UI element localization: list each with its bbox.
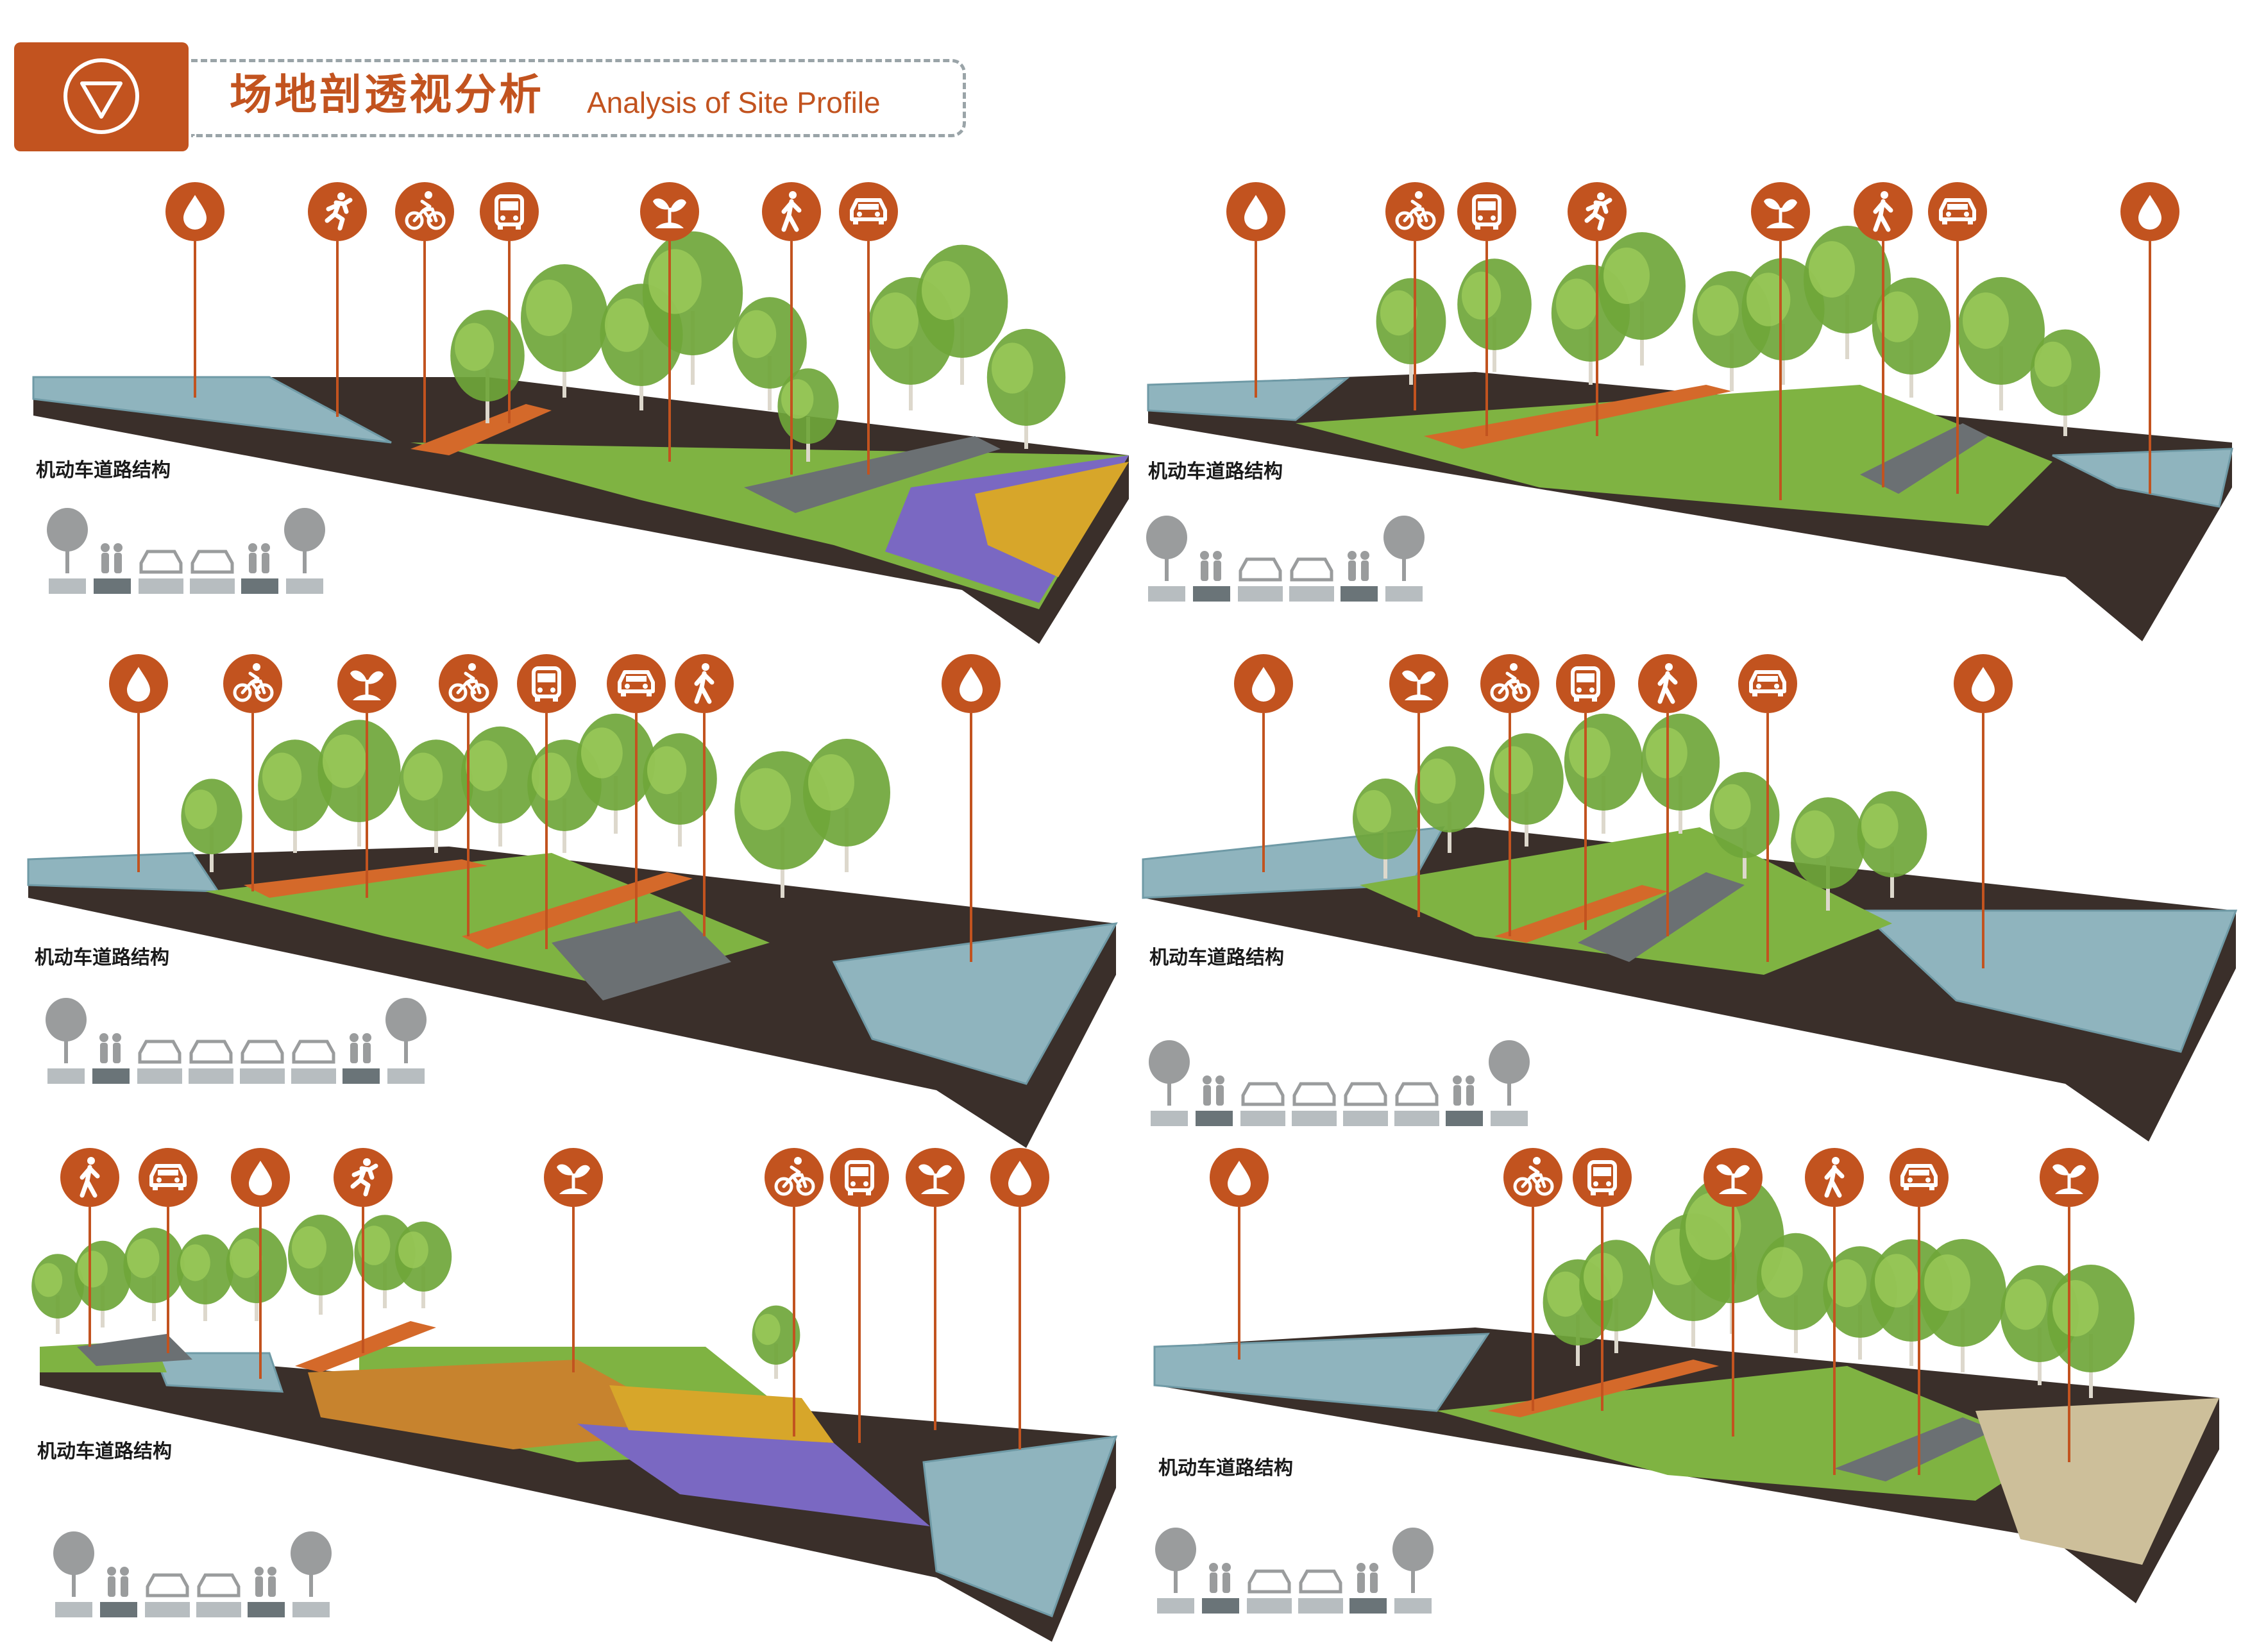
cycle-path bbox=[1424, 385, 1732, 449]
cyclist-icon bbox=[395, 182, 454, 442]
flower-bed bbox=[975, 462, 1129, 577]
pedestrian-icon bbox=[675, 654, 734, 936]
plant-icon bbox=[1389, 654, 1448, 917]
car-icon bbox=[1890, 1148, 1949, 1475]
cyclist-icon bbox=[1503, 1148, 1562, 1411]
road-structure-legend bbox=[47, 508, 325, 594]
cycle-path bbox=[410, 404, 552, 455]
cyclist-icon bbox=[1480, 654, 1539, 936]
vehicle-road bbox=[744, 436, 1001, 513]
plant-icon bbox=[1751, 182, 1810, 500]
water-surface bbox=[832, 922, 1118, 1085]
grass-area bbox=[1296, 385, 2052, 526]
panel-5-road-label: 机动车道路结构 bbox=[37, 1440, 172, 1463]
plant-icon bbox=[1704, 1148, 1763, 1437]
road-structure-legend bbox=[53, 1531, 332, 1617]
plant-icon bbox=[640, 182, 699, 462]
cyclist-icon bbox=[765, 1148, 824, 1437]
bus-icon bbox=[1573, 1148, 1632, 1411]
pedestrian-icon bbox=[762, 182, 821, 475]
bus-icon bbox=[517, 654, 576, 949]
page-subtitle: Analysis of Site Profile bbox=[587, 86, 881, 119]
road-structure-legend bbox=[1146, 516, 1425, 602]
panel-2-road-label: 机动车道路结构 bbox=[1148, 460, 1283, 483]
header-badge bbox=[14, 42, 189, 151]
water-surface bbox=[1857, 909, 2238, 1053]
plant-icon bbox=[2040, 1148, 2099, 1462]
soil-layer bbox=[33, 377, 1129, 644]
flower-bed bbox=[1975, 1398, 2219, 1565]
section-panel-3 bbox=[27, 654, 1118, 1148]
panel-4-road-label: 机动车道路结构 bbox=[1149, 947, 1284, 969]
runner-icon bbox=[308, 182, 367, 417]
water-icon bbox=[1210, 1148, 1269, 1360]
flower-bed bbox=[577, 1424, 930, 1526]
pedestrian-icon bbox=[1638, 654, 1697, 936]
water-icon bbox=[990, 1148, 1049, 1449]
water-surface bbox=[1147, 377, 1350, 421]
soil-layer bbox=[40, 1347, 1116, 1642]
plant-icon bbox=[337, 654, 396, 898]
water-icon bbox=[231, 1148, 290, 1379]
car-icon bbox=[607, 654, 666, 923]
plant-icon bbox=[544, 1148, 603, 1372]
soil-layer bbox=[28, 847, 1116, 1148]
runner-icon bbox=[1568, 182, 1627, 436]
bus-icon bbox=[1457, 182, 1516, 436]
road-structure-legend bbox=[1149, 1040, 1530, 1126]
road-structure-legend bbox=[1155, 1528, 1434, 1614]
section-panel-2 bbox=[1146, 182, 2233, 641]
panel-1-road-label: 机动车道路结构 bbox=[36, 459, 171, 482]
bus-icon bbox=[480, 182, 539, 423]
cyclist-icon bbox=[439, 654, 498, 936]
water-icon bbox=[165, 182, 224, 398]
section-panel-4 bbox=[1142, 654, 2238, 1142]
water-surface bbox=[152, 1352, 284, 1393]
water-icon bbox=[942, 654, 1001, 962]
triangle-down-icon bbox=[63, 58, 139, 134]
bus-icon bbox=[830, 1148, 889, 1443]
water-icon bbox=[1234, 654, 1293, 872]
car-icon bbox=[1738, 654, 1797, 962]
panel-3-road-label: 机动车道路结构 bbox=[35, 947, 169, 969]
section-panel-1 bbox=[32, 182, 1129, 644]
vehicle-road bbox=[77, 1334, 192, 1366]
road-structure-legend bbox=[46, 998, 427, 1084]
water-icon bbox=[2120, 182, 2179, 494]
vehicle-road bbox=[552, 911, 731, 1000]
water-icon bbox=[1954, 654, 2013, 968]
water-surface bbox=[922, 1435, 1118, 1617]
car-icon bbox=[139, 1148, 198, 1353]
pedestrian-icon bbox=[1805, 1148, 1864, 1475]
water-surface bbox=[27, 852, 220, 893]
vehicle-road bbox=[1578, 872, 1745, 962]
cyclist-icon bbox=[1385, 182, 1444, 410]
pedestrian-icon bbox=[60, 1148, 119, 1347]
car-icon bbox=[1928, 182, 1987, 494]
flower-bed bbox=[609, 1385, 834, 1443]
runner-icon bbox=[334, 1148, 393, 1353]
cycle-path bbox=[295, 1321, 436, 1372]
pedestrian-icon bbox=[1854, 182, 1913, 487]
cyclist-icon bbox=[223, 654, 282, 891]
water-icon bbox=[1226, 182, 1285, 398]
title-frame bbox=[191, 59, 966, 137]
plant-icon bbox=[906, 1148, 965, 1430]
water-surface bbox=[1153, 1333, 1490, 1412]
section-panel-6 bbox=[1153, 1148, 2219, 1614]
water-surface bbox=[2052, 448, 2233, 508]
panel-6-road-label: 机动车道路结构 bbox=[1158, 1457, 1293, 1479]
vehicle-road bbox=[1834, 1417, 1995, 1481]
car-icon bbox=[839, 182, 898, 475]
water-surface bbox=[32, 376, 392, 444]
cycle-path bbox=[1494, 885, 1668, 943]
water-icon bbox=[109, 654, 168, 872]
bus-icon bbox=[1556, 654, 1615, 930]
section-panel-5 bbox=[31, 1148, 1118, 1642]
page-title: 场地剖透视分析 bbox=[230, 70, 544, 119]
